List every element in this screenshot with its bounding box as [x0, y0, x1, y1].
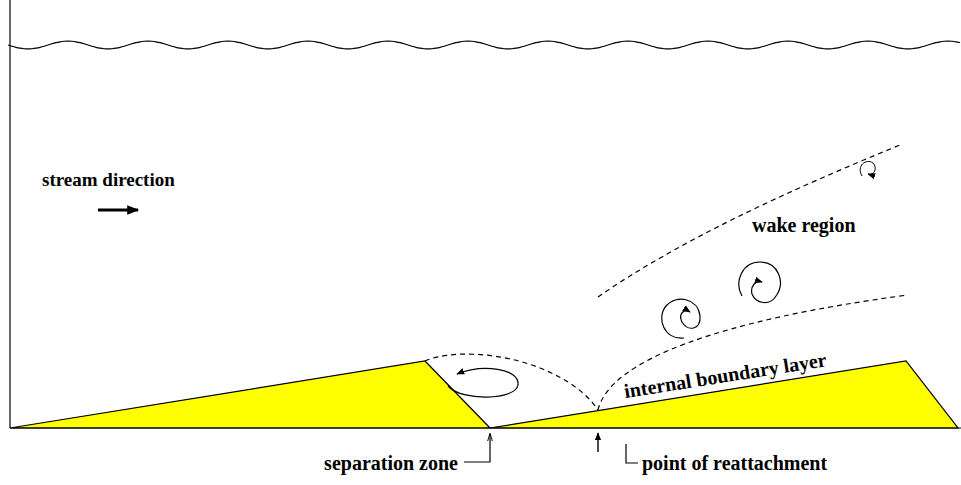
left-wall — [9, 0, 10, 428]
point-label: point of reattachment — [642, 452, 827, 474]
wake-eddy — [662, 299, 700, 338]
flow-label: stream direction — [42, 170, 175, 191]
wake-eddy — [739, 262, 780, 303]
bed-line — [10, 427, 961, 428]
wake-eddy — [860, 161, 875, 176]
stream-arrow — [98, 209, 138, 212]
reattachment-leader — [626, 444, 638, 463]
separation-streamline — [425, 354, 598, 410]
zone-label: separation zone — [324, 452, 458, 474]
region-label: wake region — [752, 214, 856, 236]
wake-lower-boundary — [598, 295, 908, 410]
reattachment-arrow — [597, 433, 598, 452]
separation-leader — [464, 434, 490, 462]
dune — [10, 361, 490, 428]
water-surface — [8, 41, 960, 49]
recirculation-eddy — [448, 369, 518, 398]
wake-upper-boundary — [598, 145, 900, 297]
